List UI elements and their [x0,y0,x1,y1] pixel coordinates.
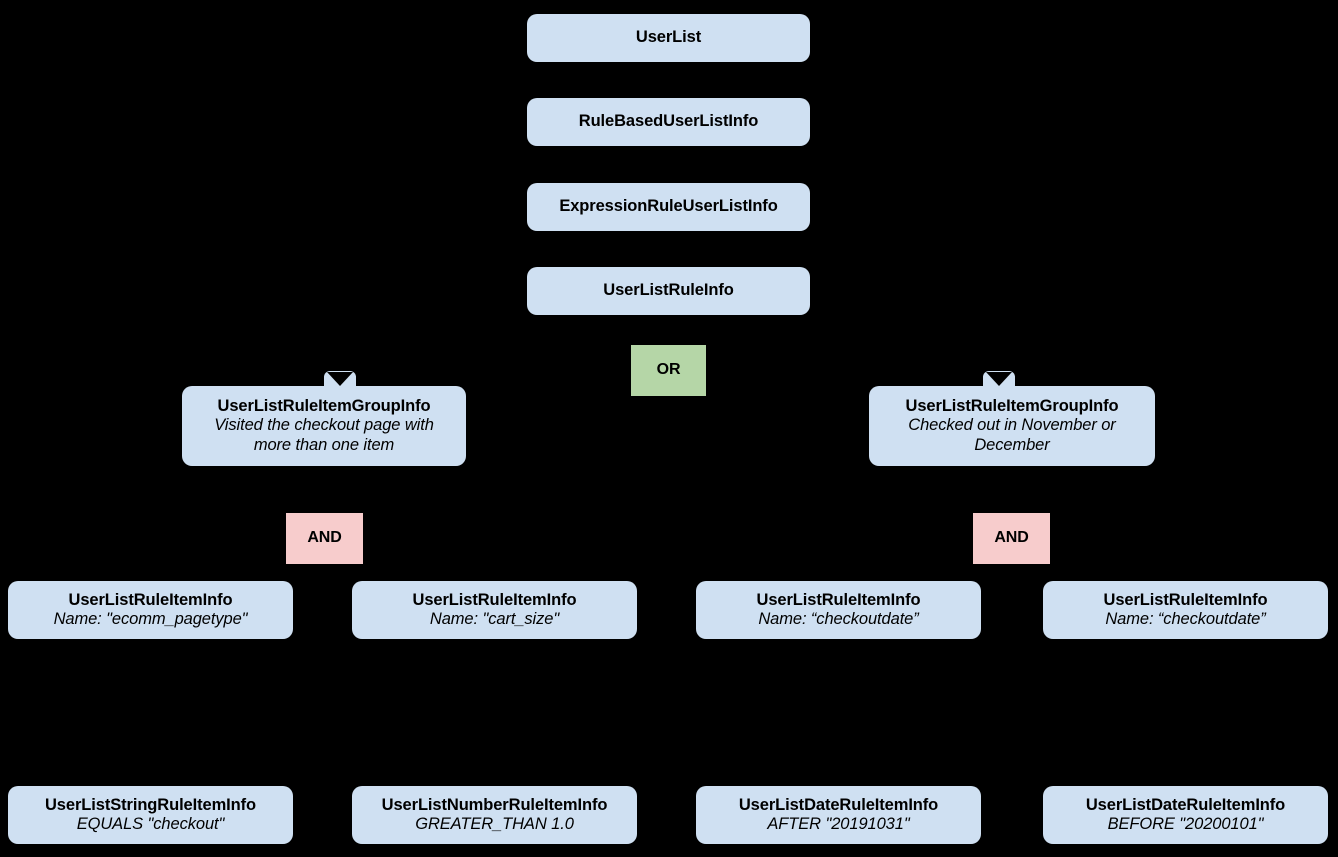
node-title: UserListDateRuleItemInfo [1085,795,1286,814]
node-subtitle: Name: "ecomm_pagetype" [53,610,248,628]
node-subtitle-line1: Visited the checkout page with [214,416,434,435]
node-title: ExpressionRuleUserListInfo [559,197,778,216]
node-group-right[interactable]: UserListRuleItemGroupInfo Checked out in… [869,386,1155,466]
operator-label: AND [994,529,1029,547]
node-title: UserListStringRuleItemInfo [44,795,256,814]
node-rule-item-4[interactable]: UserListRuleItemInfo Name: “checkoutdate… [1043,581,1328,639]
operator-and-left[interactable]: AND [286,513,363,564]
node-leaf-3[interactable]: UserListDateRuleItemInfo AFTER "20191031… [696,786,981,844]
node-title: UserListNumberRuleItemInfo [381,795,608,814]
node-user-list-rule-info[interactable]: UserListRuleInfo [527,267,810,315]
node-title: UserListRuleItemInfo [68,590,233,609]
node-rule-item-2[interactable]: UserListRuleItemInfo Name: "cart_size" [352,581,637,639]
node-subtitle: Name: “checkoutdate” [758,610,919,628]
node-title: UserListRuleItemInfo [756,590,921,609]
node-subtitle: GREATER_THAN 1.0 [415,815,574,833]
node-subtitle-line1: Checked out in November or [908,416,1116,435]
node-leaf-2[interactable]: UserListNumberRuleItemInfo GREATER_THAN … [352,786,637,844]
node-subtitle: Name: "cart_size" [429,610,560,628]
node-group-left[interactable]: UserListRuleItemGroupInfo Visited the ch… [182,386,466,466]
operator-label: AND [307,529,342,547]
node-title: RuleBasedUserListInfo [578,112,759,131]
operator-label: OR [656,361,681,379]
node-title: UserListDateRuleItemInfo [738,795,939,814]
node-title: UserListRuleItemInfo [1103,590,1268,609]
node-rule-item-3[interactable]: UserListRuleItemInfo Name: “checkoutdate… [696,581,981,639]
arrowhead-right-icon [986,372,1012,386]
operator-and-right[interactable]: AND [973,513,1050,564]
node-title: UserListRuleInfo [603,281,734,300]
node-subtitle: AFTER "20191031" [767,815,910,833]
node-leaf-4[interactable]: UserListDateRuleItemInfo BEFORE "2020010… [1043,786,1328,844]
node-rule-based-user-list-info[interactable]: RuleBasedUserListInfo [527,98,810,146]
arrowhead-left-icon [327,372,353,386]
node-title: UserList [635,28,702,47]
node-rule-item-1[interactable]: UserListRuleItemInfo Name: "ecomm_pagety… [8,581,293,639]
node-subtitle: EQUALS "checkout" [76,815,225,833]
node-subtitle-line2: December [974,435,1050,454]
node-subtitle: Name: “checkoutdate” [1105,610,1266,628]
node-title: UserListRuleItemInfo [412,590,577,609]
node-expression-rule-user-list-info[interactable]: ExpressionRuleUserListInfo [527,183,810,231]
node-subtitle-line2: more than one item [253,435,395,454]
node-title: UserListRuleItemGroupInfo [905,396,1119,415]
node-user-list[interactable]: UserList [527,14,810,62]
node-title: UserListRuleItemGroupInfo [217,396,431,415]
node-subtitle: BEFORE "20200101" [1107,815,1264,833]
operator-or[interactable]: OR [631,345,706,396]
node-leaf-1[interactable]: UserListStringRuleItemInfo EQUALS "check… [8,786,293,844]
